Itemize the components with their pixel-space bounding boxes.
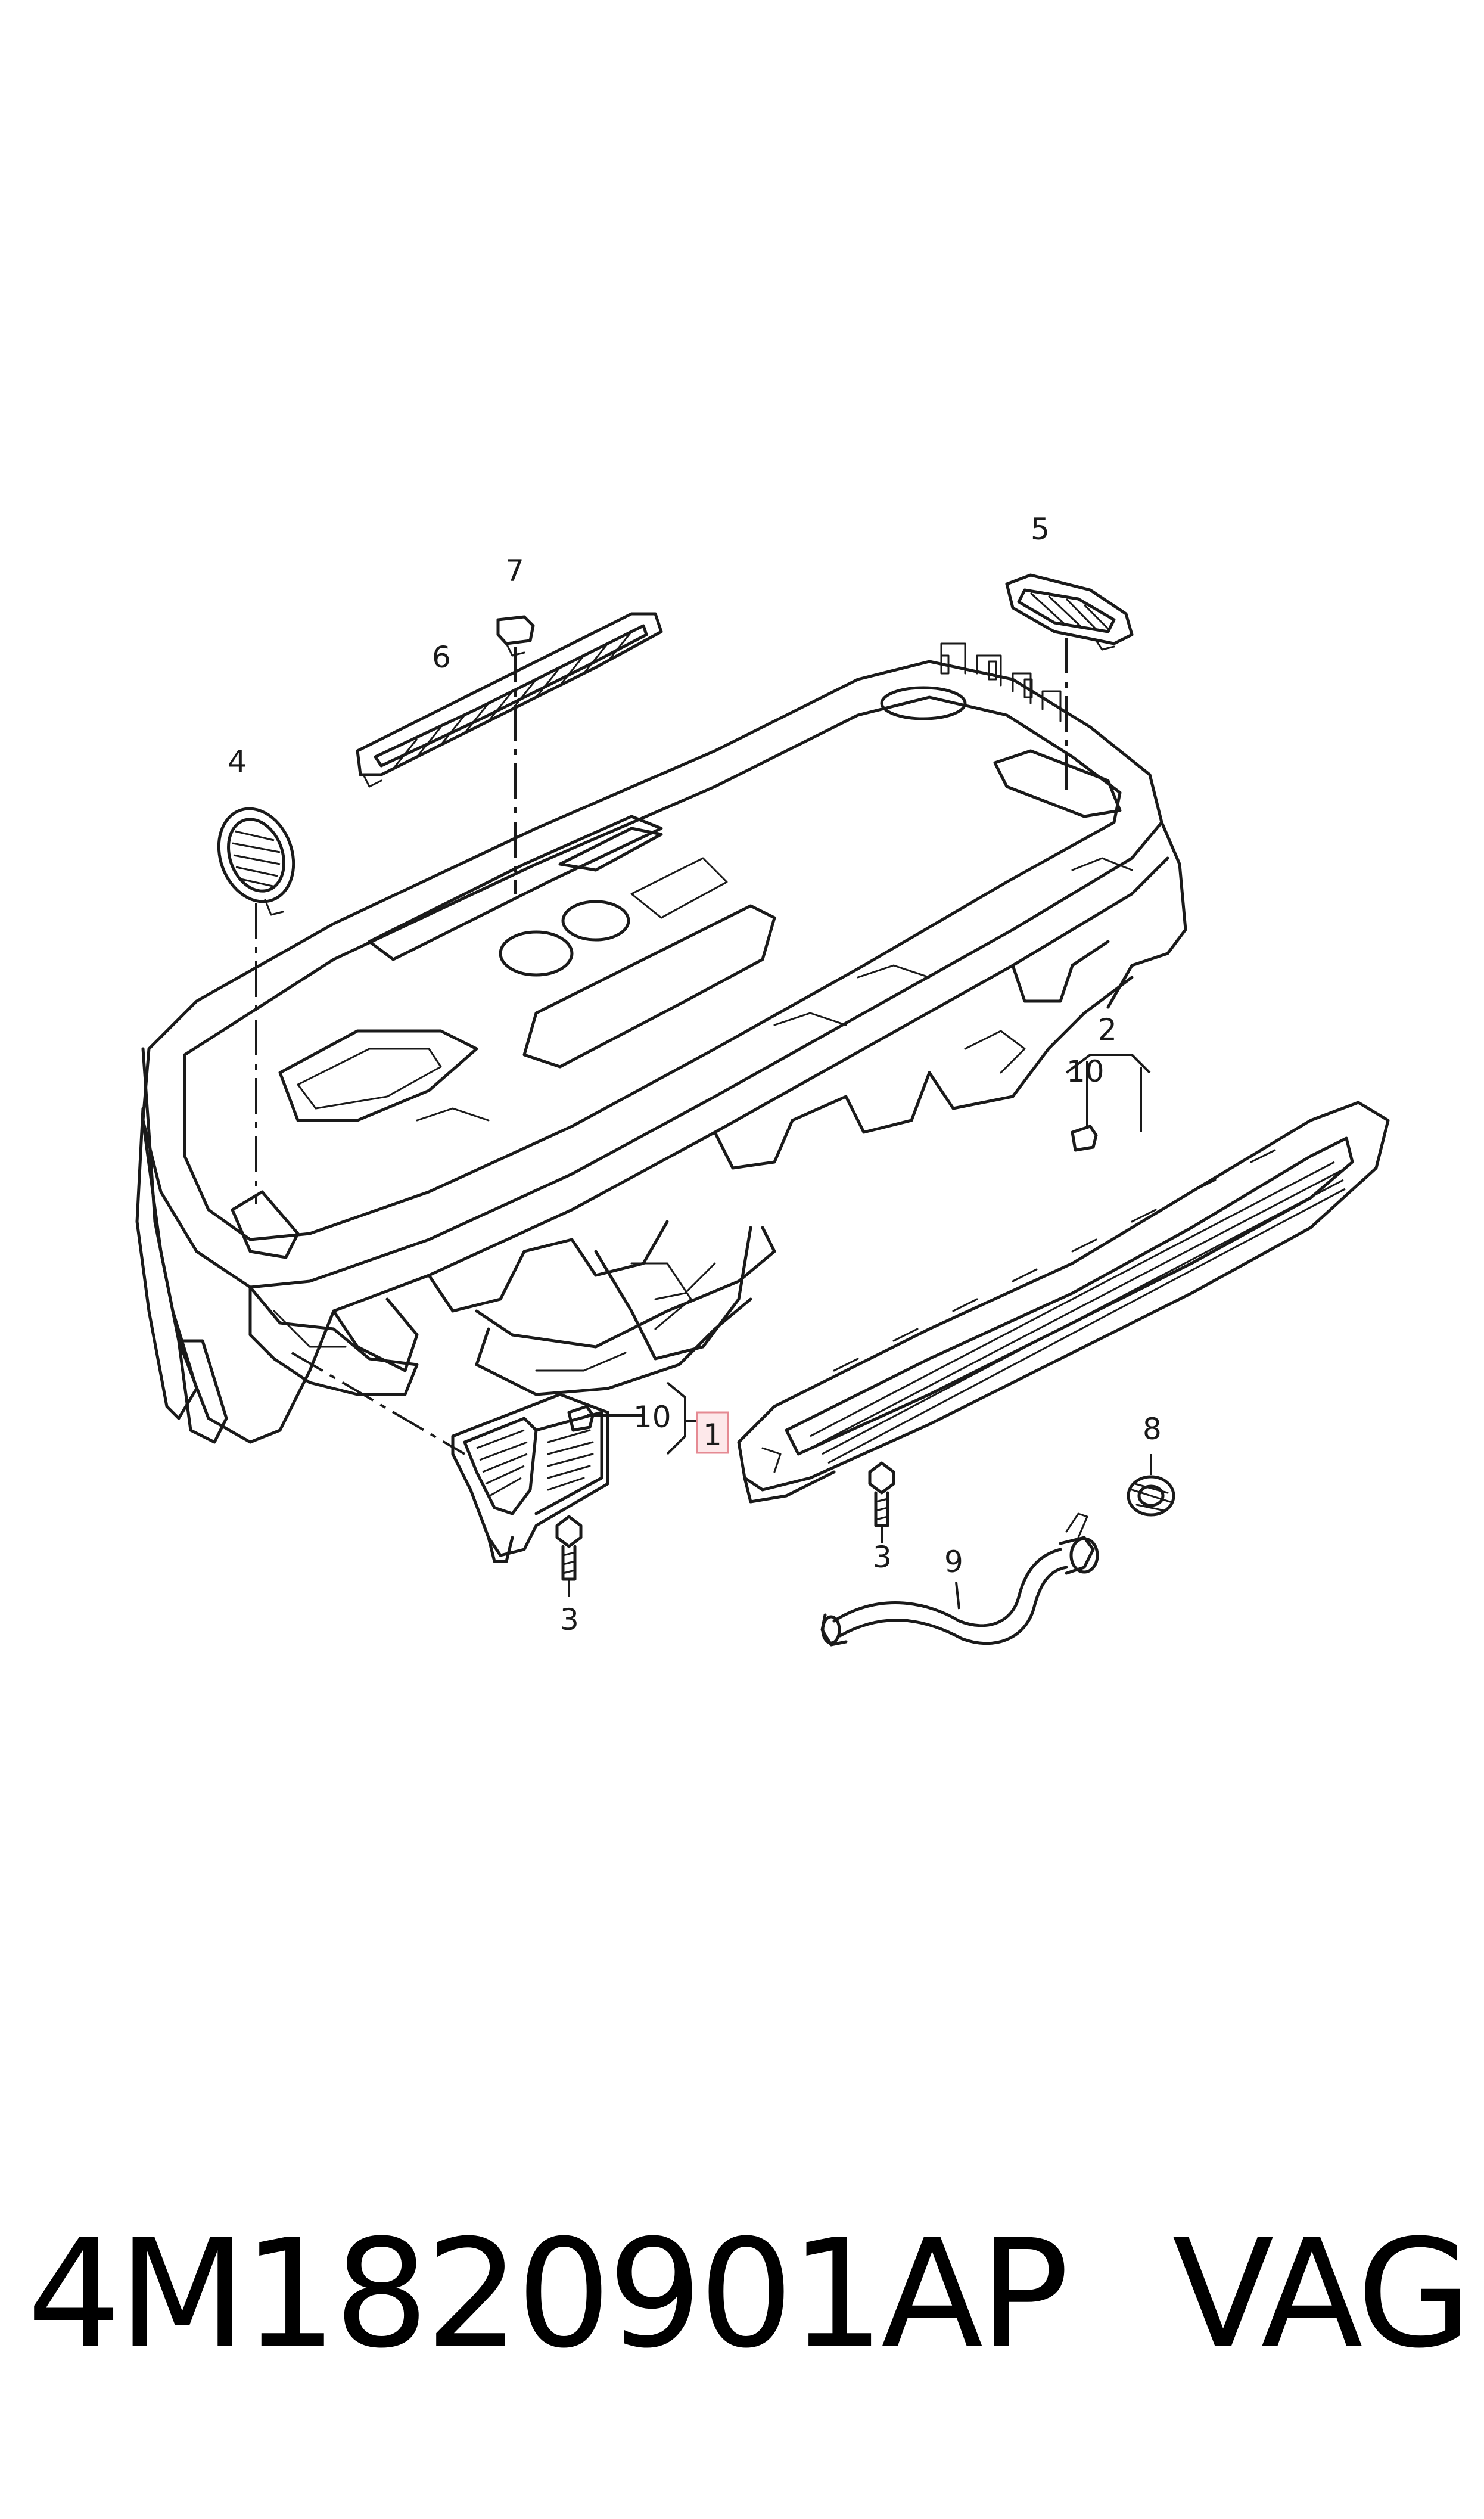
callout-10-right: 10 bbox=[1066, 1054, 1105, 1089]
part-number: 4M1820901AP bbox=[27, 2207, 1069, 2381]
part-1-center-vent-left bbox=[451, 1393, 609, 1563]
callout-10-left: 10 bbox=[633, 1400, 671, 1434]
dashboard-assembly bbox=[135, 642, 1187, 1444]
brand-name: VAG bbox=[1172, 2207, 1472, 2381]
part-3-screw-left bbox=[555, 1515, 583, 1581]
part-9-air-hose bbox=[820, 1512, 1099, 1647]
part-6-defrost-grille bbox=[356, 612, 663, 788]
part-5-side-vent-right bbox=[1005, 573, 1134, 651]
callout-1-highlight bbox=[696, 1411, 729, 1454]
callout-5: 5 bbox=[1031, 512, 1050, 546]
callout-4: 4 bbox=[228, 744, 247, 779]
callout-3-right: 3 bbox=[873, 1540, 892, 1574]
callout-2: 2 bbox=[1098, 1012, 1117, 1047]
callout-1: 1 bbox=[703, 1418, 722, 1452]
callout-3-left: 3 bbox=[560, 1602, 579, 1637]
part-3-screw-right bbox=[868, 1461, 895, 1527]
leader-lines bbox=[255, 638, 1152, 1610]
callout-8: 8 bbox=[1143, 1412, 1162, 1446]
part-10-clip-left bbox=[567, 1405, 595, 1432]
footer-caption: 4M1820901AP VAG bbox=[27, 2205, 1472, 2384]
callout-9: 9 bbox=[944, 1545, 963, 1579]
part-4-side-vent-left bbox=[217, 807, 295, 916]
part-7-clip bbox=[496, 615, 535, 657]
part-2-center-vent-strip bbox=[737, 1101, 1390, 1504]
callout-6: 6 bbox=[432, 640, 451, 675]
callout-labels: 1 2 3 3 4 5 6 7 8 9 10 10 bbox=[228, 512, 1162, 1637]
callout-7: 7 bbox=[505, 554, 524, 588]
part-8-grommet bbox=[1127, 1475, 1175, 1517]
part-10-clip-right bbox=[1071, 1125, 1098, 1152]
